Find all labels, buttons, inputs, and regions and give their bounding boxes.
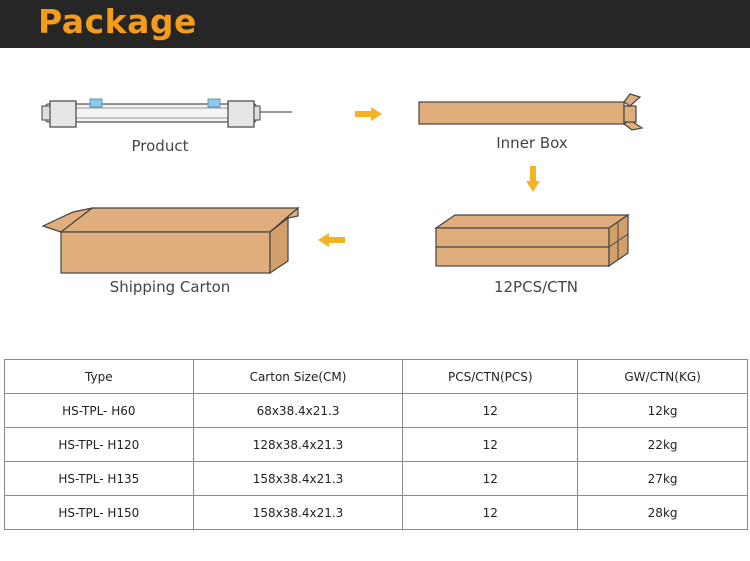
- table-cell: HS-TPL- H135: [4, 461, 194, 496]
- table-cell: 158x38.4x21.3: [192, 461, 404, 496]
- table-cell: HS-TPL- H120: [4, 427, 194, 462]
- column-header: Type: [4, 359, 194, 394]
- arrow-down-icon: [526, 166, 540, 192]
- product-label: Product: [131, 137, 189, 155]
- table-cell: HS-TPL- H150: [4, 495, 194, 530]
- table-cell: 12: [402, 427, 579, 462]
- table-cell: 128x38.4x21.3: [192, 427, 404, 462]
- shipping-carton-label: Shipping Carton: [109, 278, 231, 296]
- table-header-row: Type Carton Size(CM) PCS/CTN(PCS) GW/CTN…: [4, 359, 748, 394]
- product-image: [41, 98, 292, 128]
- table-cell: 12: [402, 495, 579, 530]
- page-header: Package: [0, 0, 750, 48]
- table-cell: 12: [402, 461, 579, 496]
- table-cell: 28kg: [577, 495, 748, 530]
- arrow-right-icon: [355, 107, 382, 121]
- table-cell: 158x38.4x21.3: [192, 495, 404, 530]
- table-cell: 22kg: [577, 427, 748, 462]
- table-cell: 68x38.4x21.3: [192, 393, 404, 428]
- table-cell: 27kg: [577, 461, 748, 496]
- table-row: HS-TPL- H135 158x38.4x21.3 12 27kg: [4, 461, 748, 496]
- inner-box-image: [418, 93, 644, 131]
- pcs-per-carton-label: 12PCS/CTN: [493, 278, 579, 296]
- column-header: GW/CTN(KG): [577, 359, 748, 394]
- arrow-left-icon: [318, 233, 345, 247]
- package-spec-table: Type Carton Size(CM) PCS/CTN(PCS) GW/CTN…: [4, 359, 748, 530]
- column-header: Carton Size(CM): [192, 359, 404, 394]
- page-title: Package: [38, 2, 197, 41]
- table-cell: 12kg: [577, 393, 748, 428]
- table-row: HS-TPL- H60 68x38.4x21.3 12 12kg: [4, 393, 748, 428]
- table-row: HS-TPL- H150 158x38.4x21.3 12 28kg: [4, 495, 748, 530]
- table-row: HS-TPL- H120 128x38.4x21.3 12 22kg: [4, 427, 748, 462]
- column-header: PCS/CTN(PCS): [402, 359, 579, 394]
- carton-stack-image: [434, 213, 630, 268]
- shipping-carton-image: [41, 206, 300, 275]
- table-cell: 12: [402, 393, 579, 428]
- table-cell: HS-TPL- H60: [4, 393, 194, 428]
- inner-box-label: Inner Box: [496, 134, 568, 152]
